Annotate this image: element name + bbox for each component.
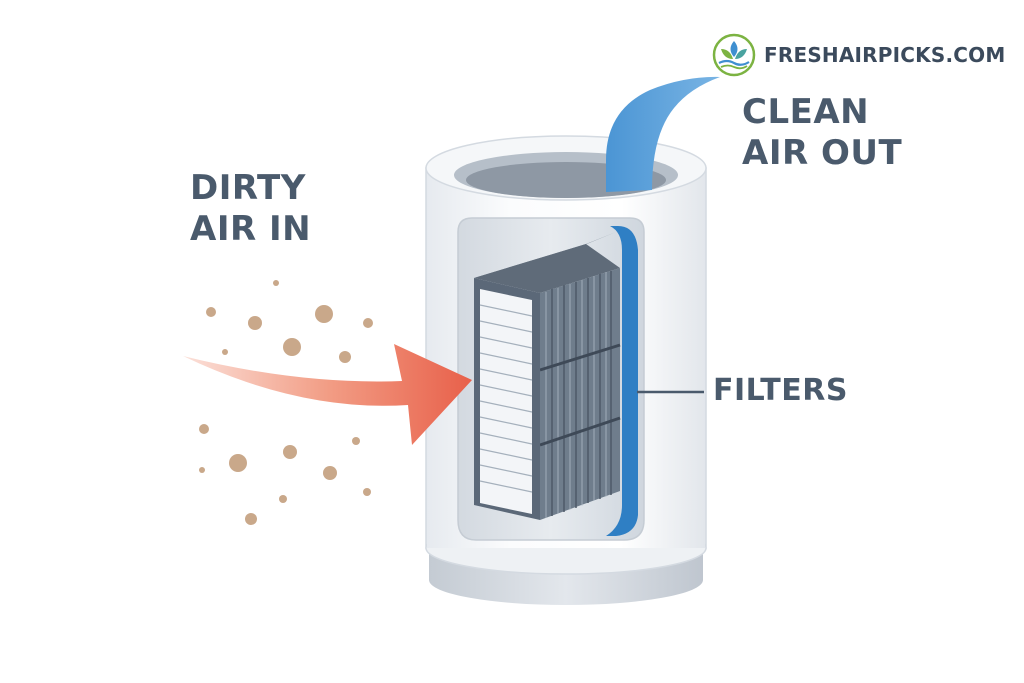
dust-particle [229,454,247,472]
brand-name: FRESHAIRPICKS.COM [764,43,1006,67]
dust-particle [315,305,333,323]
dust-particle [363,488,371,496]
dirty-air-label-line-1: DIRTY [190,168,306,208]
clean-air-out-label: CLEAN AIR OUT [742,92,902,174]
clean-air-label-line-1: CLEAN [742,92,870,132]
dust-particle [199,424,209,434]
dust-particle [245,513,257,525]
dirty-air-in-label: DIRTY AIR IN [190,168,311,250]
dirty-air-label-line-2: AIR IN [190,209,312,249]
dirty-air-arrow [183,344,472,445]
dust-particle [323,466,337,480]
dust-particle [206,307,216,317]
dust-particle [363,318,373,328]
clean-air-channel [606,226,638,536]
dust-particle [273,280,279,286]
dust-particle [339,351,351,363]
clean-air-label-line-2: AIR OUT [742,133,903,173]
dust-particle [283,445,297,459]
leaf-drop-logo-icon [712,33,756,77]
clean-air-arrow [606,76,720,192]
dust-particle [279,495,287,503]
brand-header: FRESHAIRPICKS.COM [712,33,1005,77]
filter-stack [474,232,621,520]
dust-particles [199,280,373,525]
dust-particle [199,467,205,473]
filters-label: FILTERS [713,373,848,408]
dust-particle [283,338,301,356]
dust-particle [352,437,360,445]
dust-particle [222,349,228,355]
dust-particle [248,316,262,330]
